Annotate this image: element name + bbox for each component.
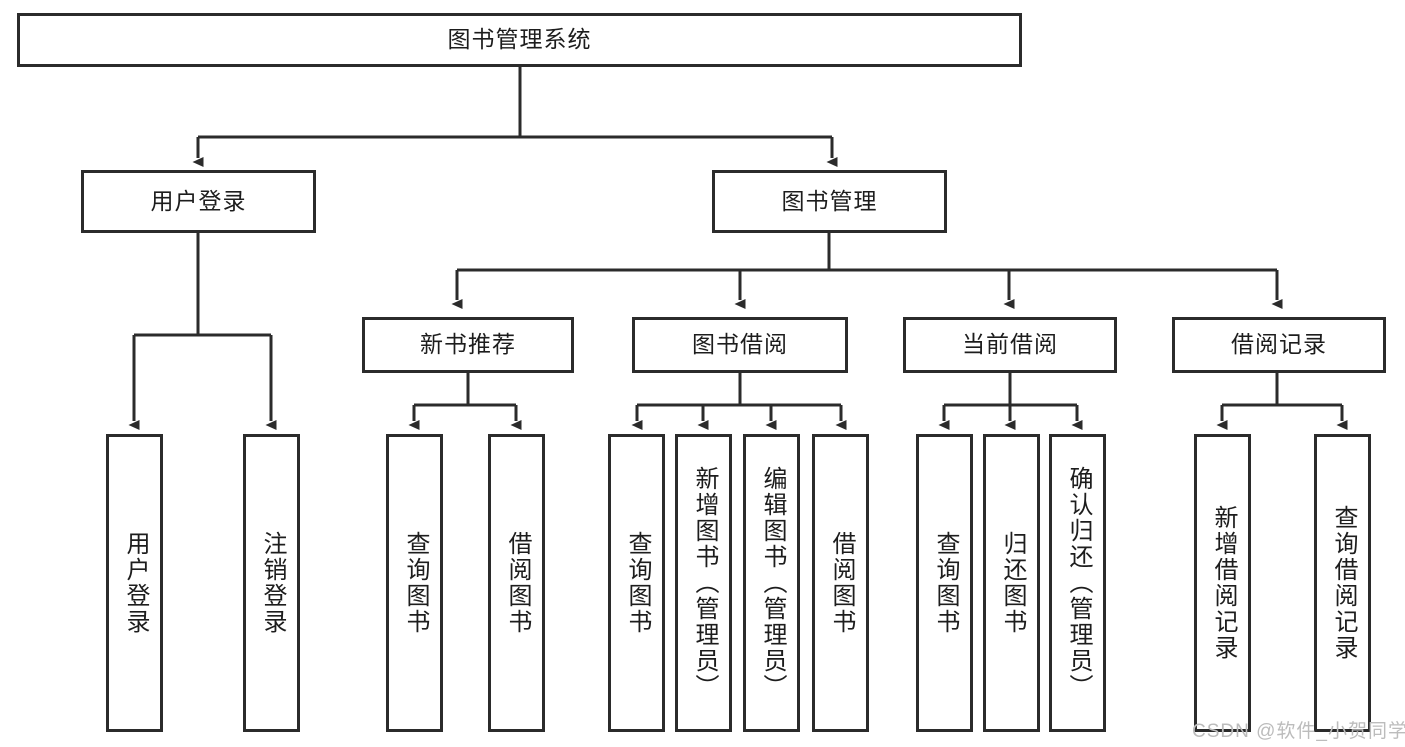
- node-root-book-management-system[interactable]: 图书管理系统: [17, 13, 1022, 67]
- leaf-add-borrow-record[interactable]: 新增借阅记录: [1194, 434, 1251, 732]
- node-label: 用户登录: [121, 531, 149, 635]
- node-label: 图书管理: [781, 187, 878, 214]
- node-new-book-recommend[interactable]: 新书推荐: [362, 317, 574, 373]
- leaf-query-book-recommend[interactable]: 查询图书: [386, 434, 443, 732]
- leaf-edit-book-admin[interactable]: 编辑图书（管理员）: [743, 434, 800, 732]
- leaf-user-login[interactable]: 用户登录: [106, 434, 163, 732]
- leaf-query-book-current[interactable]: 查询图书: [916, 434, 973, 732]
- node-book-management[interactable]: 图书管理: [712, 170, 947, 233]
- leaf-return-book[interactable]: 归还图书: [983, 434, 1040, 732]
- node-label: 注销登录: [258, 531, 286, 635]
- node-label: 查询借阅记录: [1329, 505, 1357, 661]
- node-label: 新增借阅记录: [1209, 505, 1237, 661]
- leaf-borrow-book-recommend[interactable]: 借阅图书: [488, 434, 545, 732]
- node-label: 借阅记录: [1231, 331, 1327, 358]
- node-current-borrow[interactable]: 当前借阅: [903, 317, 1117, 373]
- node-label: 查询图书: [931, 531, 959, 635]
- node-label: 用户登录: [150, 187, 247, 214]
- node-user-login[interactable]: 用户登录: [81, 170, 316, 233]
- node-label: 编辑图书（管理员）: [758, 466, 786, 700]
- node-label: 当前借阅: [962, 331, 1058, 358]
- node-label: 新增图书（管理员）: [690, 466, 718, 700]
- node-label: 图书管理系统: [447, 26, 592, 53]
- node-label: 确认归还（管理员）: [1064, 466, 1092, 700]
- node-label: 查询图书: [401, 531, 429, 635]
- node-borrow-record[interactable]: 借阅记录: [1172, 317, 1386, 373]
- node-label: 查询图书: [623, 531, 651, 635]
- leaf-add-book-admin[interactable]: 新增图书（管理员）: [675, 434, 732, 732]
- leaf-query-book-borrow[interactable]: 查询图书: [608, 434, 665, 732]
- node-book-borrow[interactable]: 图书借阅: [632, 317, 848, 373]
- leaf-query-borrow-record[interactable]: 查询借阅记录: [1314, 434, 1371, 732]
- node-label: 归还图书: [998, 531, 1026, 635]
- node-label: 新书推荐: [420, 331, 516, 358]
- leaf-borrow-book[interactable]: 借阅图书: [812, 434, 869, 732]
- node-label: 借阅图书: [827, 531, 855, 635]
- node-label: 图书借阅: [692, 331, 788, 358]
- leaf-logout[interactable]: 注销登录: [243, 434, 300, 732]
- node-label: 借阅图书: [503, 531, 531, 635]
- watermark: CSDN @软件_小贺同学: [1192, 721, 1405, 742]
- leaf-confirm-return-admin[interactable]: 确认归还（管理员）: [1049, 434, 1106, 732]
